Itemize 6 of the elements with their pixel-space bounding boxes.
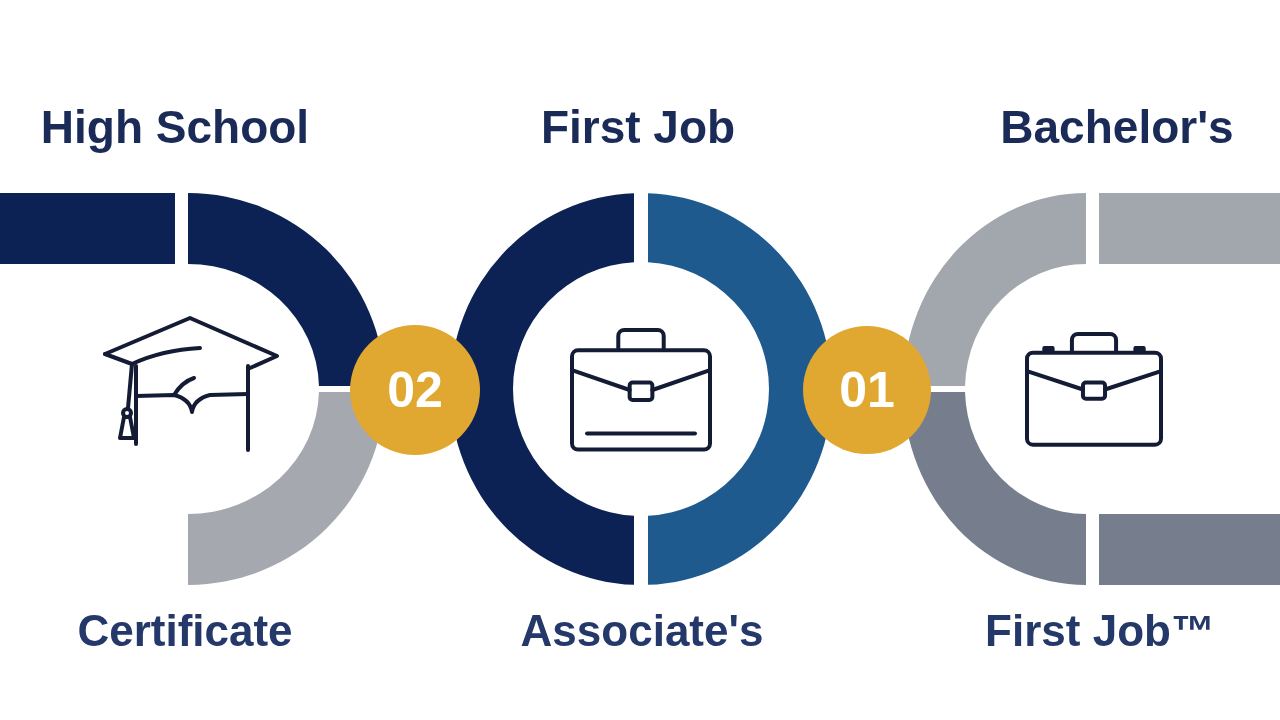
stage-label: First Job™: [985, 606, 1215, 657]
stage-heading: High School: [40, 101, 310, 154]
stage-label: Associate's: [520, 606, 764, 657]
stage-heading: First Job: [540, 101, 736, 154]
stage-label: Certificate: [77, 606, 293, 657]
stage-heading: Bachelor's: [1000, 101, 1234, 154]
